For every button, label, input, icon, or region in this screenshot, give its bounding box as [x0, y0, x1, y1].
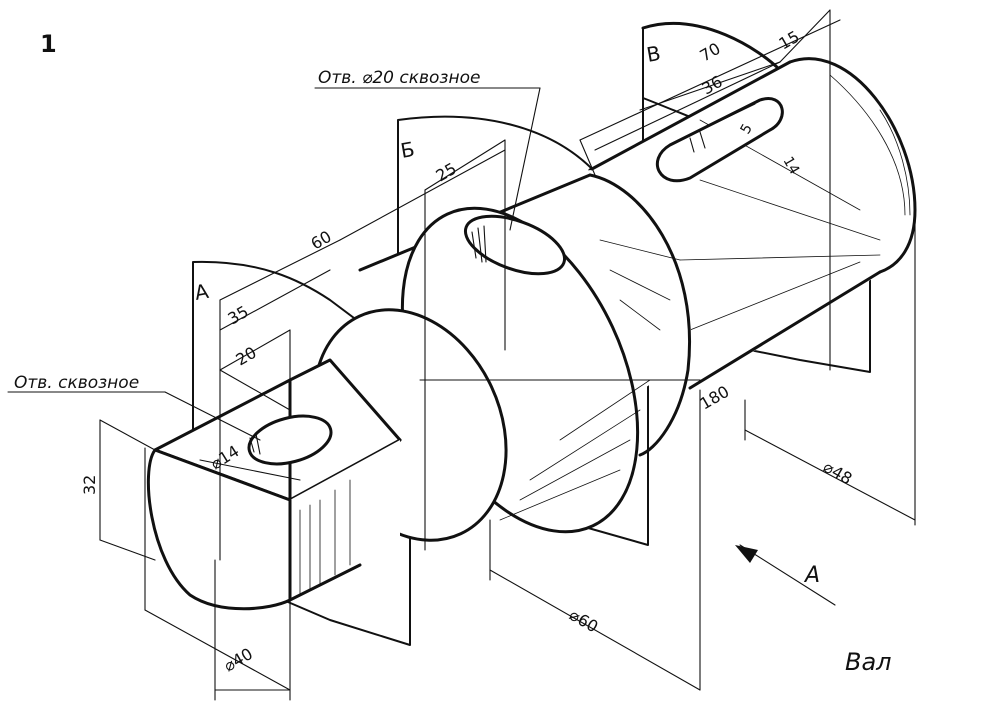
dim-70: 70: [697, 39, 724, 66]
note-through-hole-d20: Отв. ⌀20 сквозное: [318, 68, 480, 88]
left-block-front-outline: [288, 498, 362, 602]
dim-60: 60: [308, 227, 335, 254]
dim-15: 15: [776, 27, 803, 54]
view-arrow-label: А: [803, 563, 820, 588]
view-arrow-head: [735, 545, 758, 563]
section-plane-a-label: А: [193, 279, 211, 305]
through-hole-d20-shade: [471, 225, 487, 263]
caption-shaft: Вал: [845, 648, 892, 676]
section-plane-v-edge: [641, 22, 802, 122]
dim-36: 36: [699, 72, 726, 99]
figure-number: 1: [40, 30, 57, 58]
middle-collar-face-right: [588, 173, 691, 457]
keyway-slot: [656, 97, 784, 183]
left-block-shading: [299, 479, 351, 596]
keyway-slot-inner: [679, 103, 756, 153]
through-hole-d20: [463, 214, 567, 276]
dimension-lines: [7, 9, 916, 701]
through-hole-d14-shade: [249, 433, 261, 455]
section-plane-v-label: В: [645, 41, 663, 67]
right-cylinder-end: [788, 57, 917, 274]
dim-14-slot: 14: [780, 154, 803, 178]
collar-shading: [499, 239, 681, 521]
section-plane-b-label: Б: [399, 137, 417, 163]
dim-d48: ⌀48: [820, 457, 855, 488]
dim-32: 32: [80, 475, 99, 495]
dim-d60: ⌀60: [566, 605, 601, 636]
note-through-hole: Отв. сквозное: [14, 373, 139, 393]
dim-180: 180: [697, 382, 733, 414]
right-cylinder-outline-bottom: [688, 270, 882, 390]
dim-d40: ⌀40: [221, 644, 256, 675]
left-end-face: [146, 448, 292, 611]
left-block-front: [290, 440, 400, 600]
right-cylinder-outline-top: [588, 60, 792, 172]
through-hole-d14: [247, 414, 333, 466]
